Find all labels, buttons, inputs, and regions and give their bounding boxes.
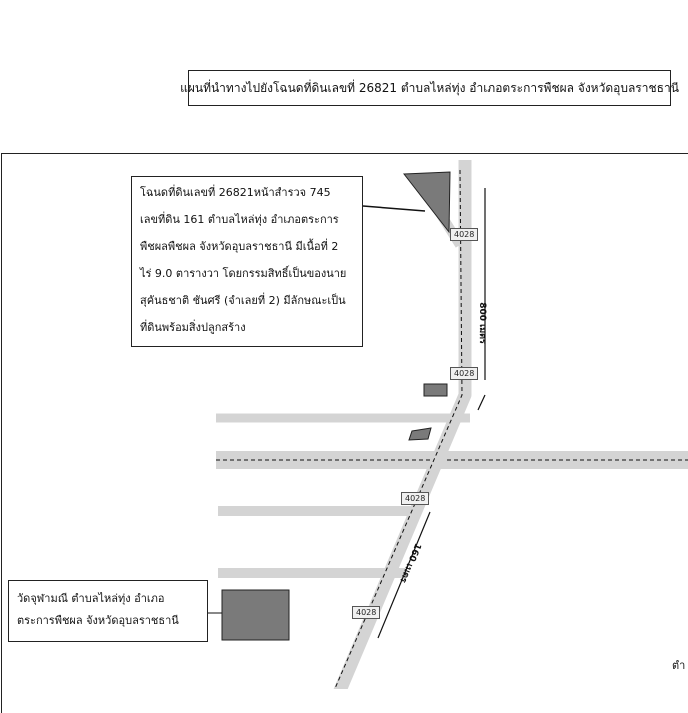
distance-line-lower (377, 511, 431, 639)
temple-building (221, 589, 290, 641)
deed-line-5: สุคันธชาติ ชันศรี (จำเลยที่ 2) มีลักษณะเ… (140, 294, 346, 307)
deed-line-3: พืชผลพืชผล จังหวัดอุบลราชธานี มีเนื้อที่… (140, 240, 339, 253)
temple-line-1: วัดจุฬามณี ตำบลไหล่ทุ่ง อำเภอ (17, 592, 165, 605)
deed-leader-line (362, 205, 426, 212)
map-title-text: แผนที่นำทางไปยังโฉนดที่ดินเลขที่ 26821 ต… (180, 80, 679, 95)
deed-line-6: ที่ดินพร้อมสิ่งปลูกสร้าง (140, 321, 246, 334)
temple-info-box: วัดจุฬามณี ตำบลไหล่ทุ่ง อำเภอ ตระการพืชผ… (8, 580, 208, 642)
distance-line-upper-b (477, 394, 486, 411)
temple-line-2: ตระการพืชผล จังหวัดอุบลราชธานี (17, 614, 179, 627)
road-label-1: 4028 (450, 228, 479, 241)
road-label-3: 4028 (401, 492, 430, 505)
road-4028-centerline (334, 169, 463, 689)
distance-upper: 800 เมตร (476, 302, 487, 344)
deed-line-1: โฉนดที่ดินเลขที่ 26821หน้าสำรวจ 745 (140, 186, 331, 199)
deed-info-box: โฉนดที่ดินเลขที่ 26821หน้าสำรวจ 745 เลขท… (131, 176, 363, 347)
building-2 (408, 427, 432, 441)
deed-parcel (403, 171, 451, 234)
map-frame (1, 153, 688, 713)
deed-line-2: เลขที่ดิน 161 ตำบลไหล่ทุ่ง อำเภอตระการ (140, 213, 339, 226)
road-label-2: 4028 (450, 367, 479, 380)
map-title: แผนที่นำทางไปยังโฉนดที่ดินเลขที่ 26821 ต… (180, 70, 679, 106)
road-label-4: 4028 (352, 606, 381, 619)
building-1 (423, 383, 448, 397)
deed-line-4: ไร่ 9.0 ตารางวา โดยกรรมสิทธิ์เป็นของนาย (140, 267, 347, 280)
edge-text: ตำ (672, 659, 686, 672)
